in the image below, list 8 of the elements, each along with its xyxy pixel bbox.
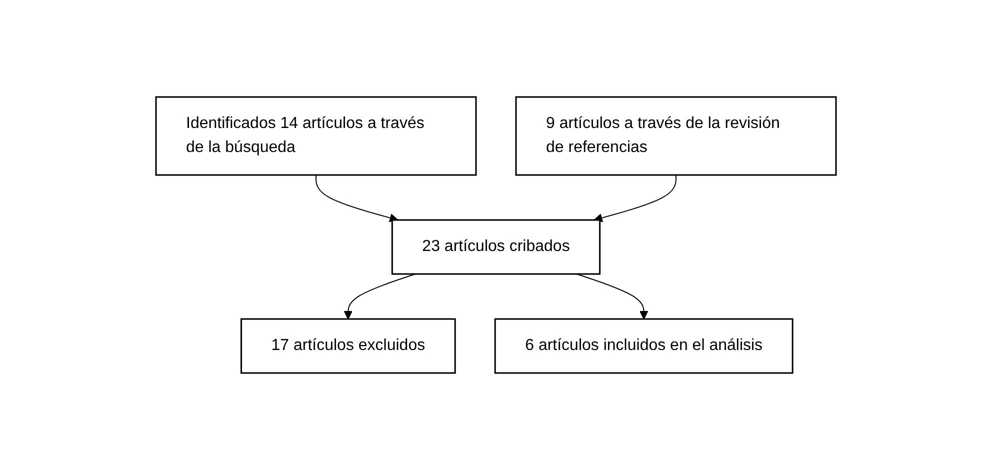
node-box: 9 artículos a través de la revisión de referencias	[514, 96, 836, 176]
node-box: 23 artículos cribados	[390, 219, 600, 275]
node-box: 6 artículos incluidos en el análisis	[494, 318, 793, 374]
arrow	[315, 174, 398, 222]
arrow	[343, 274, 416, 320]
node-box: 17 artículos excluidos	[240, 318, 456, 374]
arrow	[593, 174, 676, 222]
node-box: Identificados 14 artículos a través de la búsqueda	[154, 96, 476, 176]
